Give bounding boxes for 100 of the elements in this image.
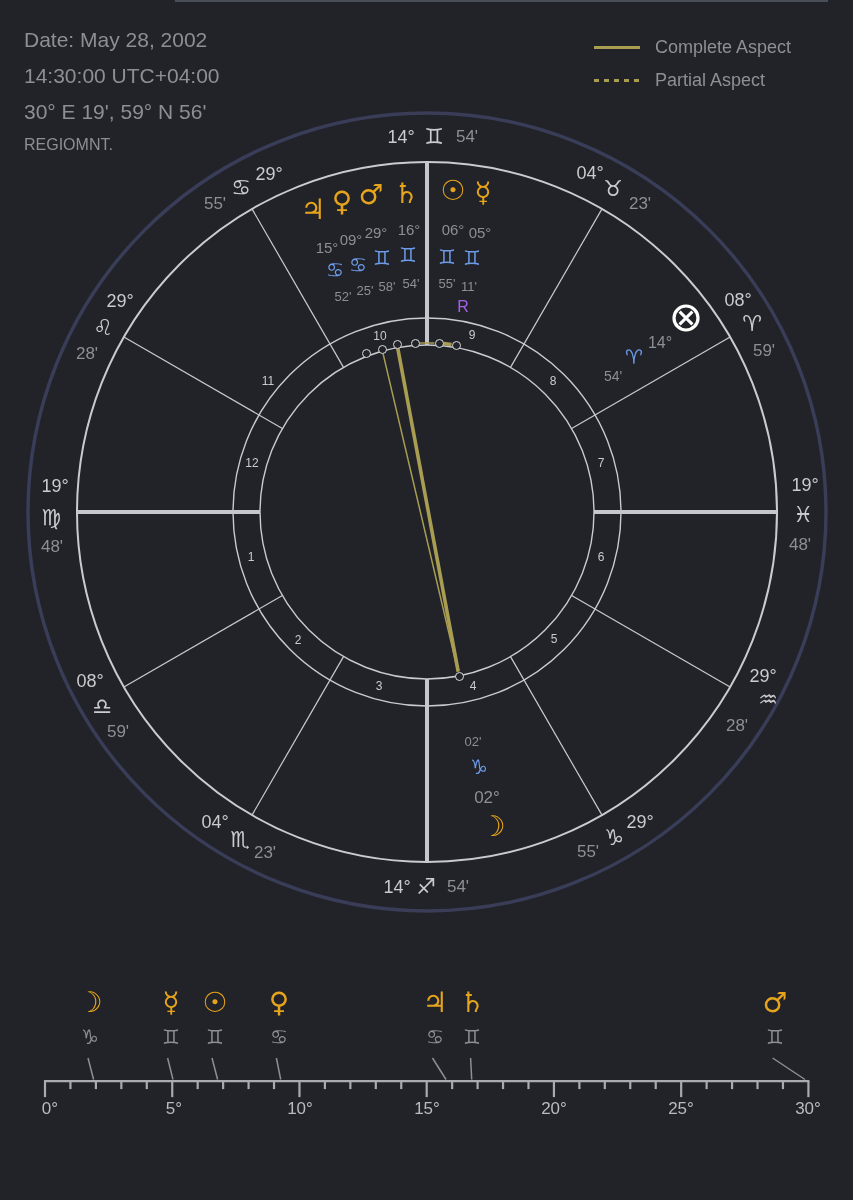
zodiac-symbol: ♊: [206, 1024, 224, 1050]
zodiac-symbol: ♊: [766, 1024, 784, 1050]
planet-symbol: ♃: [422, 986, 448, 1020]
planet-symbol: ♄: [393, 177, 419, 211]
zodiac-symbol: ♊: [399, 243, 417, 267]
zodiac-symbol: ♊: [463, 1024, 481, 1050]
degree-label: 29°: [749, 665, 777, 687]
planet-symbol: ♀: [268, 986, 290, 1020]
minute-label: 59': [106, 722, 130, 742]
leader-line: [87, 1057, 95, 1081]
degree-label: 29°: [364, 224, 388, 242]
zodiac-symbol: ♍: [41, 504, 61, 532]
leader-line: [431, 1057, 447, 1081]
house-number: 8: [549, 375, 557, 389]
leader-line: [211, 1057, 219, 1081]
zodiac-symbol: ♊: [162, 1024, 180, 1050]
scale-label: 30°: [795, 1099, 821, 1119]
position-marker: [451, 340, 461, 350]
degree-label: 29°: [106, 290, 134, 312]
zodiac-symbol: ♐: [416, 873, 436, 901]
minute-label: 55': [576, 842, 600, 862]
zodiac-symbol: ♋: [326, 258, 344, 282]
house-number: 6: [597, 551, 605, 565]
degree-label: 29°: [255, 163, 283, 185]
minute-label: 55': [438, 276, 456, 292]
degree-label: 19°: [791, 474, 819, 496]
leader-line: [771, 1057, 806, 1081]
house-number: 4: [469, 680, 477, 694]
minute-label: 54': [402, 276, 420, 292]
degree-label: 04°: [576, 162, 604, 184]
zodiac-symbol: ♋: [231, 174, 251, 202]
leader-line: [166, 1057, 174, 1081]
planet-symbol: ♄: [459, 986, 485, 1020]
planet-symbol: ♀: [331, 185, 353, 219]
zodiac-symbol: ♋: [349, 253, 367, 277]
zodiac-symbol: ♉: [603, 175, 623, 203]
minute-label: 11': [461, 279, 477, 295]
position-marker: [361, 348, 371, 358]
zodiac-symbol: ♎: [92, 693, 112, 721]
legend-label: Complete Aspect: [655, 36, 792, 58]
house-number: 3: [375, 680, 383, 694]
position-marker: [392, 339, 402, 349]
minute-label: 52': [334, 289, 352, 305]
zodiac-symbol: ♊: [424, 123, 444, 151]
planet-symbol: ☿: [474, 176, 492, 210]
zodiac-symbol: ♒: [758, 686, 778, 714]
scale-label: 5°: [165, 1099, 183, 1119]
position-marker: [434, 338, 444, 348]
header-text: REGIOMNT.: [24, 135, 113, 155]
aspect-line: [396, 348, 460, 672]
scale-label: 25°: [668, 1099, 694, 1119]
house-number: 10: [373, 330, 387, 344]
house-number: 2: [294, 634, 302, 648]
degree-label: 14°: [383, 876, 411, 898]
scale-label: 15°: [414, 1099, 440, 1119]
planet-symbol: ☉: [202, 986, 228, 1020]
degree-label: 04°: [201, 811, 229, 833]
scale-label: 10°: [287, 1099, 313, 1119]
minute-label: 59': [752, 341, 776, 361]
leader-line: [469, 1057, 473, 1081]
planet-symbol: ♂: [358, 178, 384, 212]
degree-label: 06°: [441, 221, 465, 239]
minute-label: 54': [446, 877, 470, 897]
retrograde-mark: R: [457, 297, 469, 317]
minute-label: 02': [464, 734, 482, 750]
minute-label: 28': [725, 716, 749, 736]
position-marker: [410, 338, 420, 348]
planet-symbol: ♂: [762, 986, 788, 1020]
header-text: 30° E 19', 59° N 56': [24, 99, 207, 125]
aspect-line: [382, 352, 459, 673]
degree-label: 02°: [474, 788, 500, 808]
minute-label: 23': [628, 194, 652, 214]
zodiac-symbol: ♊: [373, 246, 391, 270]
position-marker: [454, 671, 464, 681]
planet-symbol: ☿: [162, 986, 180, 1020]
house-number: 9: [468, 329, 476, 343]
degree-label: 29°: [626, 811, 654, 833]
degree-scale: [42, 1079, 810, 1098]
house-number: 5: [550, 633, 558, 647]
degree-label: 19°: [41, 475, 69, 497]
scale-label: 20°: [541, 1099, 567, 1119]
minute-label: 23': [253, 843, 277, 863]
position-marker: [377, 344, 387, 354]
zodiac-symbol: ♑: [81, 1024, 99, 1050]
planet-symbol: ☉: [440, 174, 466, 208]
house-number: 11: [261, 375, 275, 389]
planet-symbol: ☽: [480, 810, 506, 844]
degree-label: 14°: [647, 333, 673, 353]
house-number: 7: [597, 457, 605, 471]
header-text: Date: May 28, 2002: [24, 27, 208, 53]
minute-label: 48': [788, 535, 812, 555]
degree-label: 15°: [315, 239, 339, 257]
aspect-line: [443, 341, 452, 347]
zodiac-symbol: ♋: [270, 1024, 288, 1050]
minute-label: 54': [455, 127, 479, 147]
minute-label: 55': [203, 194, 227, 214]
planet-symbol: ♃: [300, 193, 326, 227]
zodiac-symbol: ♈: [742, 310, 762, 338]
legend-label: Partial Aspect: [655, 69, 766, 91]
planet-symbol: ☽: [77, 986, 103, 1020]
